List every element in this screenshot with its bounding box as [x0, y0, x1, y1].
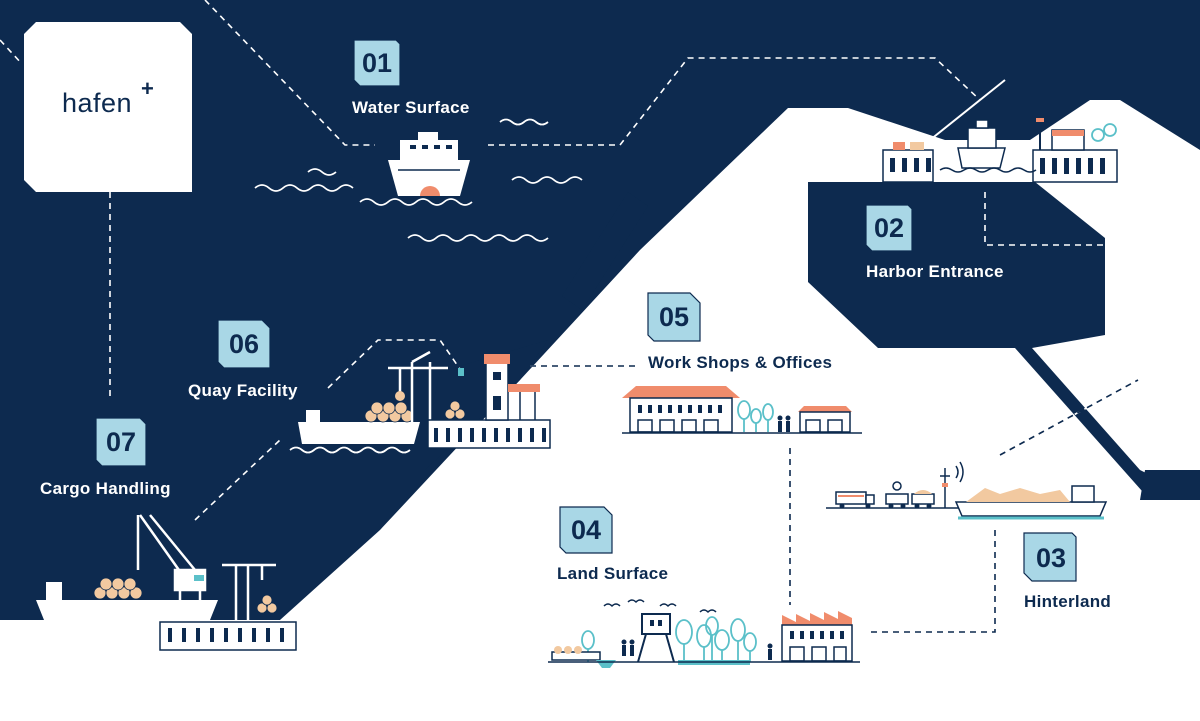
channel	[1120, 100, 1200, 500]
person-icon	[777, 415, 791, 432]
harbor-basin	[808, 182, 1200, 500]
truck-icon	[835, 491, 875, 509]
terminal-building	[637, 613, 675, 663]
waves-icon	[254, 118, 583, 454]
cafe-tables	[551, 646, 601, 661]
zone-number: 02	[873, 213, 905, 243]
zone-badge-03[interactable]: 03	[1028, 535, 1074, 581]
zone-badge-06[interactable]: 06	[221, 321, 267, 367]
harbor-entrance-scene	[882, 79, 1118, 183]
warehouse-icon	[622, 386, 862, 434]
zone-label-hinterland[interactable]: Hinterland	[1024, 592, 1112, 611]
logo-background	[24, 22, 192, 192]
quay-facility-scene	[298, 350, 551, 449]
logo-text: hafen	[62, 88, 133, 118]
zone-badge-05[interactable]: 05	[651, 294, 697, 340]
zone-badge-01[interactable]: 01	[354, 40, 400, 86]
zone-number: 07	[105, 427, 137, 457]
zone-badge-02[interactable]: 02	[866, 205, 912, 251]
zone-badge-07[interactable]: 07	[98, 419, 144, 465]
zone-number: 04	[570, 515, 602, 545]
container-ship-icon	[957, 119, 1006, 169]
crane-icon	[388, 350, 448, 425]
badge-shapes	[95, 39, 1077, 582]
zone-label-cargo-handling[interactable]: Cargo Handling	[40, 479, 171, 498]
zone-number: 05	[658, 302, 690, 332]
person-icon	[621, 639, 773, 660]
barge-icon	[954, 485, 1108, 520]
logo-plus-icon: +	[141, 76, 154, 101]
zone-label-water-surface[interactable]: Water Surface	[352, 98, 470, 117]
zone-badge-04[interactable]: 04	[563, 507, 609, 553]
factory-icon	[781, 611, 853, 662]
dark-connectors	[530, 365, 1139, 633]
zone-label-land-surface[interactable]: Land Surface	[557, 564, 669, 583]
radio-tower-icon	[940, 461, 964, 508]
ship-icon	[388, 132, 470, 196]
zone-label-harbor-entrance[interactable]: Harbor Entrance	[866, 262, 1004, 281]
zone-number: 06	[228, 329, 260, 359]
zone-number: 03	[1035, 543, 1067, 573]
cargo-handling-scene	[36, 514, 297, 651]
lighthouse-icon	[484, 354, 540, 421]
zone-label-quay-facility[interactable]: Quay Facility	[188, 381, 298, 400]
zone-label-work-shops-offices[interactable]: Work Shops & Offices	[648, 353, 833, 372]
zone-number: 01	[361, 48, 393, 78]
bird-icon	[603, 599, 717, 614]
tree-icon	[737, 400, 774, 432]
gantry-crane	[222, 563, 276, 620]
pier	[562, 192, 648, 310]
